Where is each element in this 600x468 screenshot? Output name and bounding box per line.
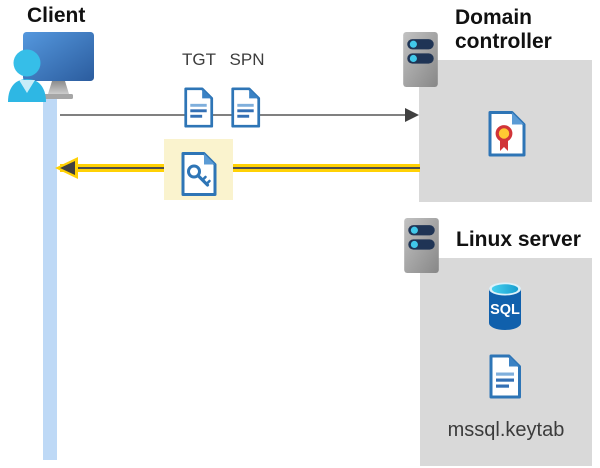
tgt-document-icon bbox=[183, 85, 214, 130]
keytab-document-icon bbox=[488, 353, 522, 400]
response-arrowhead-inner bbox=[60, 161, 75, 175]
spn-document-icon bbox=[230, 85, 261, 130]
domain-controller-label: Domain controller bbox=[455, 6, 552, 53]
domain-controller-server-icon bbox=[402, 31, 439, 88]
certificate-document-icon bbox=[487, 110, 527, 158]
client-user-workstation-icon bbox=[6, 30, 101, 102]
request-arrowhead-icon bbox=[405, 108, 419, 122]
response-arrow-line bbox=[60, 164, 420, 172]
keytab-file-label: mssql.keytab bbox=[447, 419, 565, 441]
linux-server-icon bbox=[403, 217, 440, 274]
client-lifeline-bar bbox=[43, 94, 57, 460]
sql-icon-text: SQL bbox=[490, 302, 520, 318]
linux-server-label: Linux server bbox=[456, 228, 581, 251]
key-document-icon bbox=[180, 151, 218, 197]
spn-label: SPN bbox=[229, 50, 265, 69]
client-label: Client bbox=[27, 4, 86, 27]
tgt-label: TGT bbox=[182, 50, 216, 69]
sql-database-icon: SQL bbox=[486, 281, 524, 331]
